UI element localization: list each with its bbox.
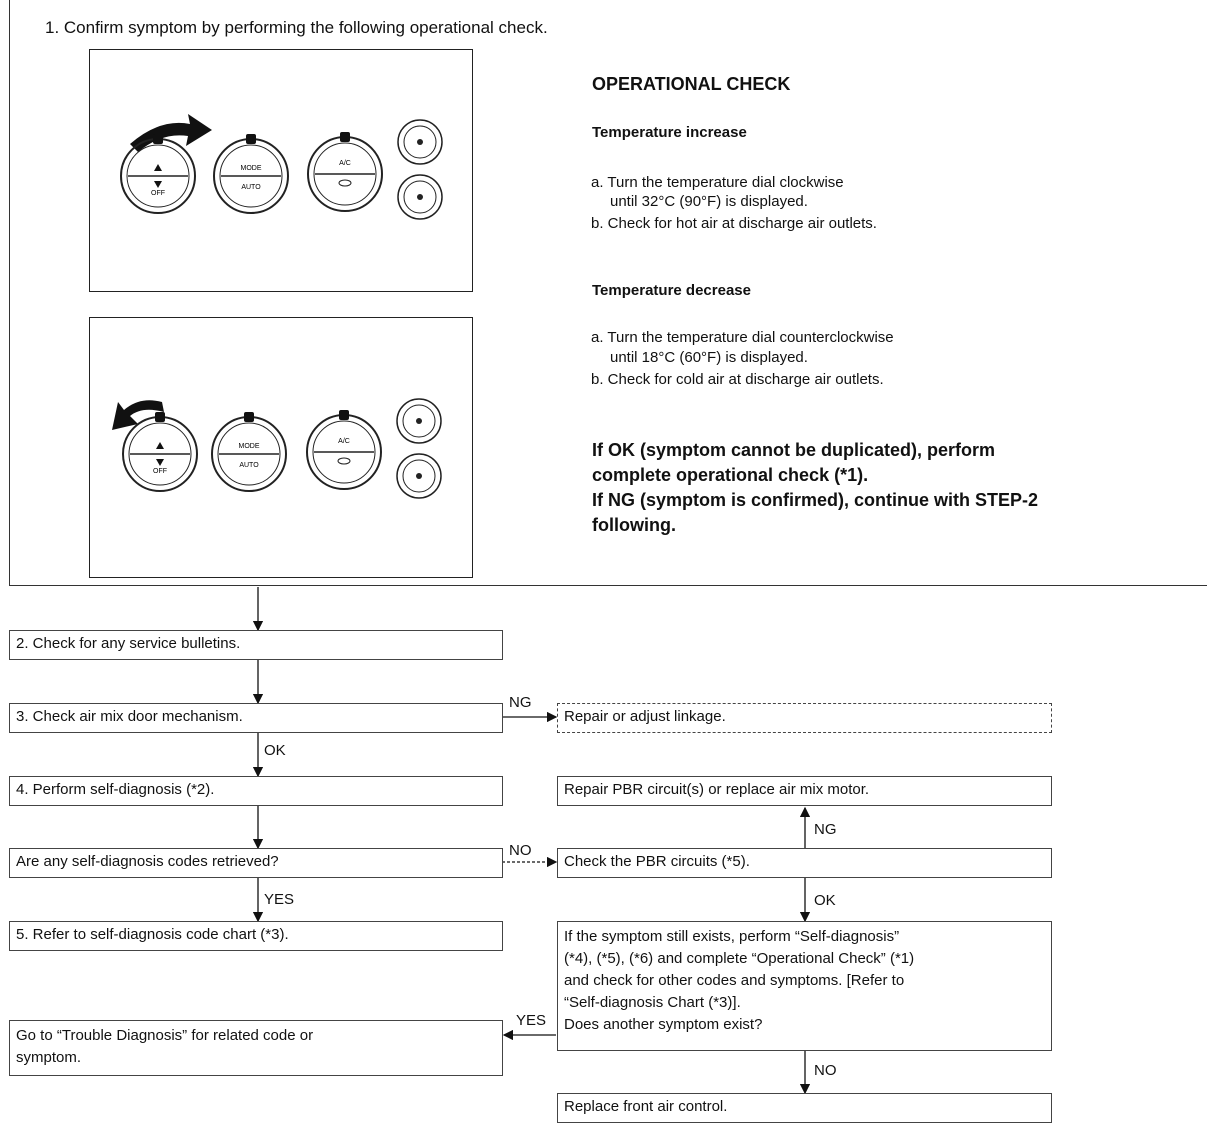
- clockwise-arrow-icon: [130, 114, 212, 152]
- counterclockwise-arrow-icon: [112, 400, 164, 430]
- recirculation-knob-icon: [396, 453, 442, 499]
- decrease-step-b: b. Check for cold air at discharge air o…: [591, 371, 884, 388]
- svg-text:AUTO: AUTO: [239, 462, 259, 469]
- increase-step-b: b. Check for hot air at discharge air ou…: [591, 215, 877, 232]
- replace-control-box: Replace front air control.: [557, 1093, 1052, 1123]
- svg-text:A/C: A/C: [339, 160, 351, 167]
- temperature-increase-title: Temperature increase: [592, 124, 747, 141]
- illustration-decrease-panel: OFF MODE AUTO A/C: [89, 317, 473, 578]
- repair-pbr-box: Repair PBR circuit(s) or replace air mix…: [557, 776, 1052, 806]
- decrease-step-a-cont: until 18°C (60°F) is displayed.: [610, 349, 808, 366]
- step5-box: 5. Refer to self-diagnosis code chart (*…: [9, 921, 503, 951]
- ok-label-check-pbr: OK: [814, 892, 836, 909]
- yes-label-still: YES: [516, 1012, 547, 1029]
- result-line-4: following.: [592, 515, 676, 535]
- ng-label-check-pbr: NG: [814, 821, 837, 838]
- fan-knob-icon: [397, 119, 443, 165]
- result-line-3: If NG (symptom is confirmed), continue w…: [592, 490, 1039, 510]
- temperature-dial-icon: OFF: [120, 134, 196, 214]
- svg-text:OFF: OFF: [153, 468, 167, 475]
- svg-text:MODE: MODE: [241, 165, 262, 172]
- control-panel-increase-illustration: OFF MODE AUTO A/C: [120, 114, 443, 220]
- svg-text:MODE: MODE: [239, 443, 260, 450]
- ng-label-step3: NG: [509, 694, 532, 711]
- trouble-diagnosis-box: Go to “Trouble Diagnosis” for related co…: [9, 1020, 503, 1076]
- step4-box: 4. Perform self-diagnosis (*2).: [9, 776, 503, 806]
- no-label-still: NO: [814, 1062, 837, 1079]
- no-label-question: NO: [509, 842, 532, 859]
- still-exists-line-2: (*4), (*5), (*6) and complete “Operation…: [564, 950, 915, 967]
- temperature-decrease-title: Temperature decrease: [592, 282, 751, 299]
- fan-knob-icon: [396, 398, 442, 444]
- ac-dial-icon: A/C: [307, 132, 383, 212]
- check-pbr-box: Check the PBR circuits (*5).: [557, 848, 1052, 878]
- svg-text:OFF: OFF: [151, 190, 165, 197]
- temperature-dial-icon: OFF: [122, 412, 198, 492]
- mode-dial-icon: MODE AUTO: [213, 134, 289, 214]
- illustration-increase-panel: OFF MODE AUTO A/C: [89, 49, 473, 292]
- step3-box: 3. Check air mix door mechanism.: [9, 703, 503, 733]
- result-line-1: If OK (symptom cannot be duplicated), pe…: [592, 440, 996, 460]
- still-exists-line-1: If the symptom still exists, perform “Se…: [564, 928, 900, 945]
- still-exists-line-3: and check for other codes and symptoms. …: [564, 972, 905, 989]
- yes-label-question: YES: [264, 891, 295, 908]
- ac-dial-icon: A/C: [306, 410, 382, 490]
- recirculation-knob-icon: [397, 174, 443, 220]
- repair-linkage-box: Repair or adjust linkage.: [557, 703, 1052, 733]
- step1-heading: 1. Confirm symptom by performing the fol…: [45, 18, 548, 37]
- step2-box: 2. Check for any service bulletins.: [9, 630, 503, 660]
- control-panel-decrease-illustration: OFF MODE AUTO A/C: [112, 398, 442, 499]
- ok-label-step3: OK: [264, 742, 286, 759]
- increase-step-a-cont: until 32°C (90°F) is displayed.: [610, 193, 808, 210]
- trouble-line-2: symptom.: [16, 1049, 82, 1066]
- trouble-line-1: Go to “Trouble Diagnosis” for related co…: [16, 1027, 314, 1044]
- operational-check-title: OPERATIONAL CHECK: [592, 74, 791, 94]
- still-exists-line-5: Does another symptom exist?: [564, 1016, 763, 1033]
- still-exists-line-4: “Self-diagnosis Chart (*3)].: [564, 994, 741, 1011]
- decrease-step-a: a. Turn the temperature dial countercloc…: [591, 329, 894, 346]
- result-line-2: complete operational check (*1).: [592, 465, 869, 485]
- mode-dial-icon: MODE AUTO: [211, 412, 287, 492]
- increase-step-a: a. Turn the temperature dial clockwise: [591, 174, 844, 191]
- step1-frame: [9, 0, 1207, 586]
- svg-text:AUTO: AUTO: [241, 184, 261, 191]
- question-box: Are any self-diagnosis codes retrieved?: [9, 848, 503, 878]
- svg-text:A/C: A/C: [338, 438, 350, 445]
- still-exists-box: If the symptom still exists, perform “Se…: [557, 921, 1052, 1051]
